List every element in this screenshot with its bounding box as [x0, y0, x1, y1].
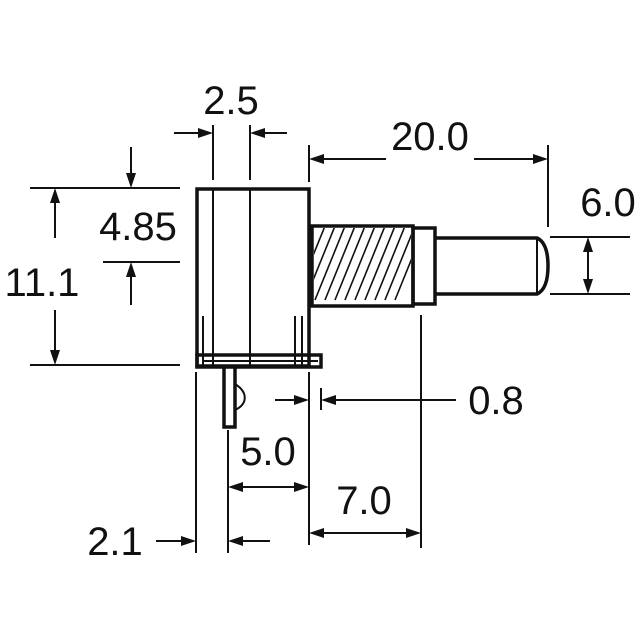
dim-label-11-1: 11.1 — [5, 261, 80, 305]
dim-4-85-lines — [126, 147, 136, 305]
dim-label-6-0: 6.0 — [580, 181, 636, 225]
dim-label-2-1: 2.1 — [87, 520, 143, 564]
dim-label-0-8: 0.8 — [468, 379, 524, 423]
dim-7-0-lines — [309, 528, 421, 538]
bushing-nut-ring — [411, 226, 437, 306]
dim-label-20-0: 20.0 — [391, 115, 469, 159]
dim-0-8-lines — [275, 395, 456, 405]
dim-label-2-5: 2.5 — [203, 79, 259, 123]
dim-6-0-lines — [583, 237, 593, 294]
dim-label-5-0: 5.0 — [240, 430, 296, 474]
extension-lines — [30, 125, 630, 553]
shaft — [435, 236, 550, 296]
dim-2-1-lines — [156, 536, 270, 546]
terminal-pin — [222, 367, 246, 429]
dim-5-0-lines — [228, 482, 309, 492]
threaded-bushing — [310, 224, 415, 308]
dim-20-0-lines — [309, 154, 548, 164]
dim-label-4-85: 4.85 — [99, 205, 177, 249]
dim-11-1-lines — [50, 188, 60, 365]
dim-label-7-0: 7.0 — [336, 479, 392, 523]
dim-2-5-lines — [174, 128, 287, 138]
potentiometer-body — [195, 187, 323, 369]
